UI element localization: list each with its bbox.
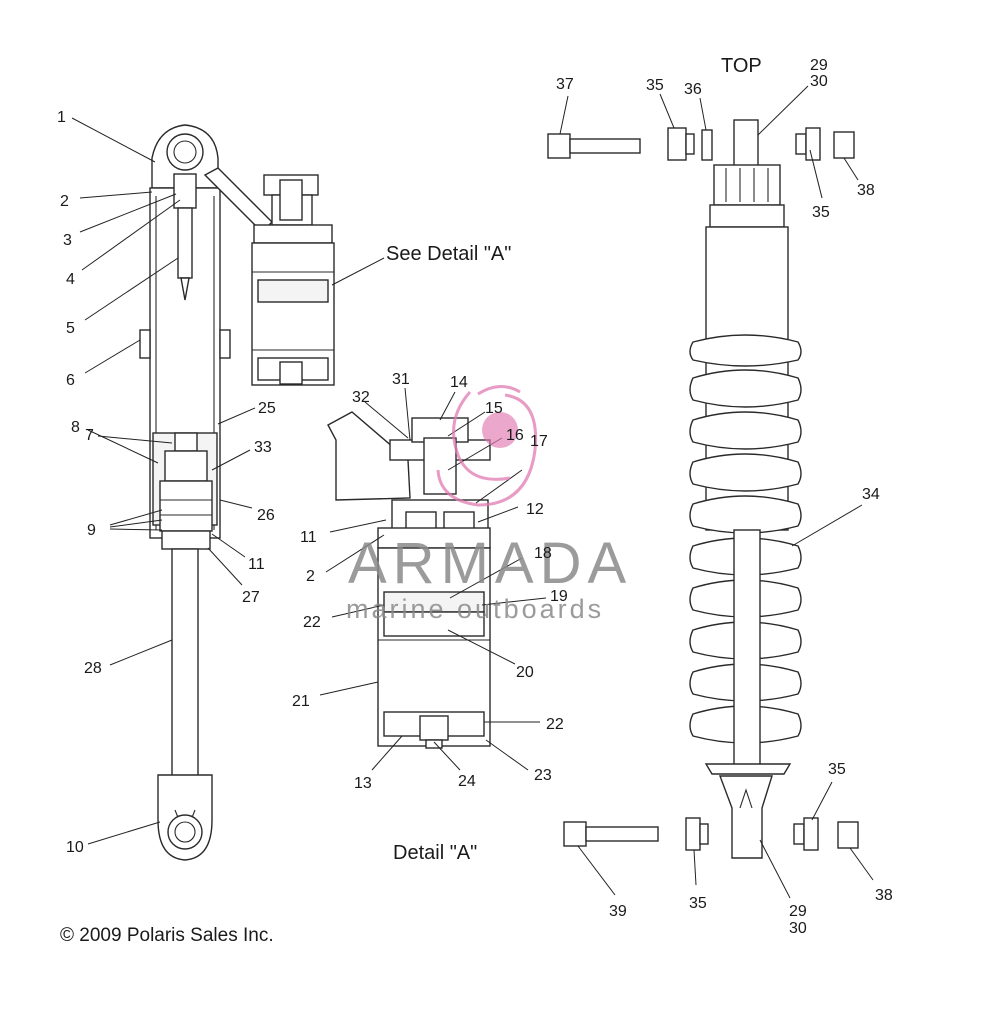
callout-2: 2: [60, 193, 69, 210]
leader-lines: [71, 85, 874, 899]
callout-35-bottom-left: 35: [689, 895, 707, 912]
callout-30-top: 30: [810, 73, 828, 90]
watermark-brand: ARMADA: [348, 531, 632, 596]
callout-39: 39: [609, 903, 627, 920]
callout-36: 36: [684, 81, 702, 98]
callout-31: 31: [392, 371, 410, 388]
callout-35-top-right: 35: [812, 204, 830, 221]
callout-25: 25: [258, 400, 276, 417]
right-coilover-illustration: [547, 119, 859, 859]
callout-37: 37: [556, 76, 574, 93]
callout-10: 10: [66, 839, 84, 856]
top-caption: TOP: [721, 55, 762, 77]
callout-6: 6: [66, 372, 75, 389]
callout-5: 5: [66, 320, 75, 337]
callout-33: 33: [254, 439, 272, 456]
watermark-logo-icon: [436, 385, 538, 507]
callout-21: 21: [292, 693, 310, 710]
callout-24: 24: [458, 773, 476, 790]
callout-13: 13: [354, 775, 372, 792]
watermark: ARMADA marine outboards: [346, 385, 632, 624]
callout-23: 23: [534, 767, 552, 784]
callout-29-bottom: 29: [789, 903, 807, 920]
callout-38-top: 38: [857, 182, 875, 199]
callout-30-bottom: 30: [789, 920, 807, 937]
callout-20: 20: [516, 664, 534, 681]
callout-35-bottom-right: 35: [828, 761, 846, 778]
callout-32: 32: [352, 389, 370, 406]
callout-26: 26: [257, 507, 275, 524]
callout-15: 15: [485, 400, 503, 417]
callout-3: 3: [63, 232, 72, 249]
see-detail-caption: See Detail "A": [386, 243, 511, 265]
callout-7: 7: [85, 427, 94, 444]
callout-16: 16: [506, 427, 524, 444]
callout-11-detail: 11: [300, 529, 317, 546]
left-shock-illustration: [139, 124, 335, 861]
callout-29-top: 29: [810, 57, 828, 74]
callout-11-left: 11: [248, 556, 265, 573]
detail-a-illustration: [327, 411, 491, 749]
detail-a-caption: Detail "A": [393, 842, 477, 864]
watermark-tagline: marine outboards: [346, 594, 604, 624]
callout-18: 18: [534, 545, 552, 562]
callout-12: 12: [526, 501, 544, 518]
callout-4: 4: [66, 271, 75, 288]
copyright-text: © 2009 Polaris Sales Inc.: [60, 925, 274, 946]
callout-1: 1: [57, 109, 66, 126]
callout-2-detail: 2: [306, 568, 315, 585]
callout-17: 17: [530, 433, 548, 450]
callout-35-top-left: 35: [646, 77, 664, 94]
callout-38-bottom: 38: [875, 887, 893, 904]
callout-27: 27: [242, 589, 260, 606]
callout-28: 28: [84, 660, 102, 677]
callout-19: 19: [550, 588, 568, 605]
callout-9: 9: [87, 522, 96, 539]
callout-8: 8: [71, 419, 80, 436]
callout-22-lower: 22: [546, 716, 564, 733]
callout-34: 34: [862, 486, 880, 503]
callout-14: 14: [450, 374, 468, 391]
callout-labels: 1 2 3 4 5 6 7 8 9 10 25 33 26 11 27 28 3…: [57, 57, 893, 937]
callout-22-upper: 22: [303, 614, 321, 631]
